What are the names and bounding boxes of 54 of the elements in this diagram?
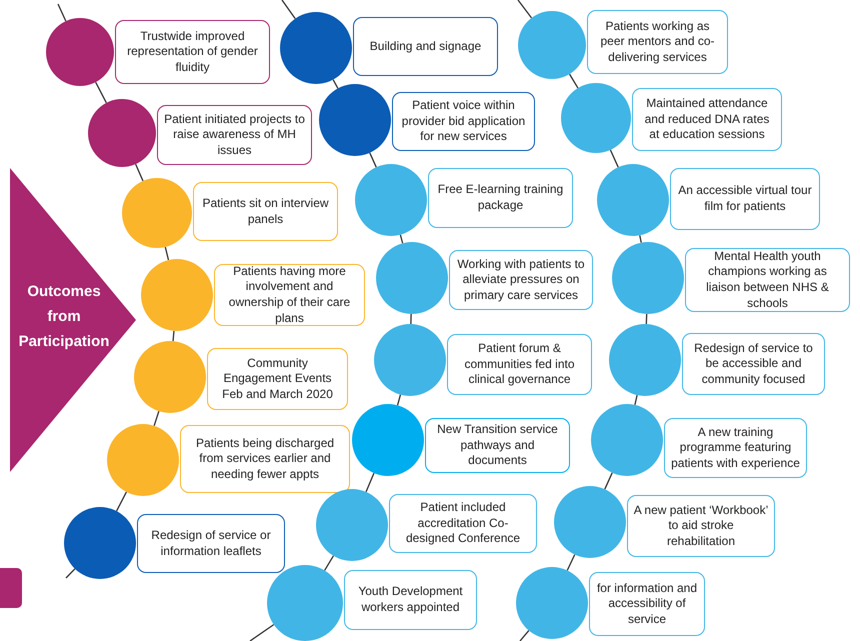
connector-line xyxy=(154,411,160,426)
connector-line xyxy=(332,79,338,89)
connector-line xyxy=(646,314,648,324)
outcome-box: An accessible virtual tour film for patients xyxy=(670,168,820,230)
connector-line xyxy=(95,82,107,104)
connector-line xyxy=(517,0,532,18)
connector-line xyxy=(164,246,170,260)
circle-marker xyxy=(518,11,586,79)
outcome-box: Free E-learning training package xyxy=(428,168,573,228)
outcome-box: Working with patients to alleviate pressures on primary care services xyxy=(449,250,593,310)
connector-line xyxy=(250,624,274,641)
outcome-box: Youth Development workers appointed xyxy=(344,570,477,630)
connector-line xyxy=(396,394,402,406)
outcome-box: A new patient ‘Workbook’ to aid stroke rehabilitation xyxy=(627,495,775,557)
heading-text: Outcomes from Participation xyxy=(18,282,110,352)
connector-line xyxy=(365,472,375,492)
outcome-box: Patients being discharged from services earlier and needing fewer appts xyxy=(180,425,350,493)
outcome-box: Maintained attendance and reduced DNA rates at education sessions xyxy=(632,88,782,151)
connector-line xyxy=(172,330,175,342)
outcome-box: Redesign of service or information leaflets xyxy=(137,514,285,573)
outcome-box: Patients working as peer mentors and co-delivering services xyxy=(587,10,728,74)
outcome-box: Building and signage xyxy=(353,17,498,76)
connector-line xyxy=(66,568,76,578)
connector-line xyxy=(135,164,144,182)
connector-line xyxy=(520,630,530,641)
connector-line xyxy=(610,150,619,168)
outcome-box: Patient forum & communities fed into clinical governance xyxy=(447,334,592,395)
connector-line xyxy=(400,234,404,244)
connector-line xyxy=(57,4,66,22)
connector-line xyxy=(116,492,128,512)
connector-line xyxy=(324,556,334,571)
outcome-box: A new training programme featuring patients with experience xyxy=(664,418,807,478)
connector-line xyxy=(639,235,642,243)
outcome-box: New Transition service pathways and documents xyxy=(425,418,570,473)
outcome-box: Patient voice within provider bid application for new services xyxy=(392,92,535,151)
connector-line xyxy=(369,152,377,168)
outcome-box: for information and accessibility of service xyxy=(589,572,705,636)
outcome-box: Redesign of service to be accessible and community focused xyxy=(682,333,825,395)
circle-marker xyxy=(267,565,343,641)
outcome-box: Community Engagement Events Feb and March 2020 xyxy=(207,348,348,410)
outcome-box: Trustwide improved representation of gender fluidity xyxy=(115,20,270,84)
outcome-box: Mental Health youth champions working as liaison between NHS & schools xyxy=(685,248,850,312)
circle-marker xyxy=(316,489,388,561)
connector-line xyxy=(410,314,412,324)
circle-marker xyxy=(280,12,352,84)
connector-line xyxy=(634,394,638,406)
connector-line xyxy=(569,74,578,88)
connector-line xyxy=(604,472,613,490)
outcome-box: Patients having more involvement and ownership of their care plans xyxy=(214,264,365,326)
outcome-box: Patient initiated projects to raise awareness of MH issues xyxy=(157,105,312,165)
outcome-box: Patient included accreditation Co-designed Conference xyxy=(389,494,537,553)
connector-line xyxy=(566,554,576,571)
connector-line xyxy=(281,0,296,19)
outcome-box: Patients sit on interview panels xyxy=(193,182,338,241)
